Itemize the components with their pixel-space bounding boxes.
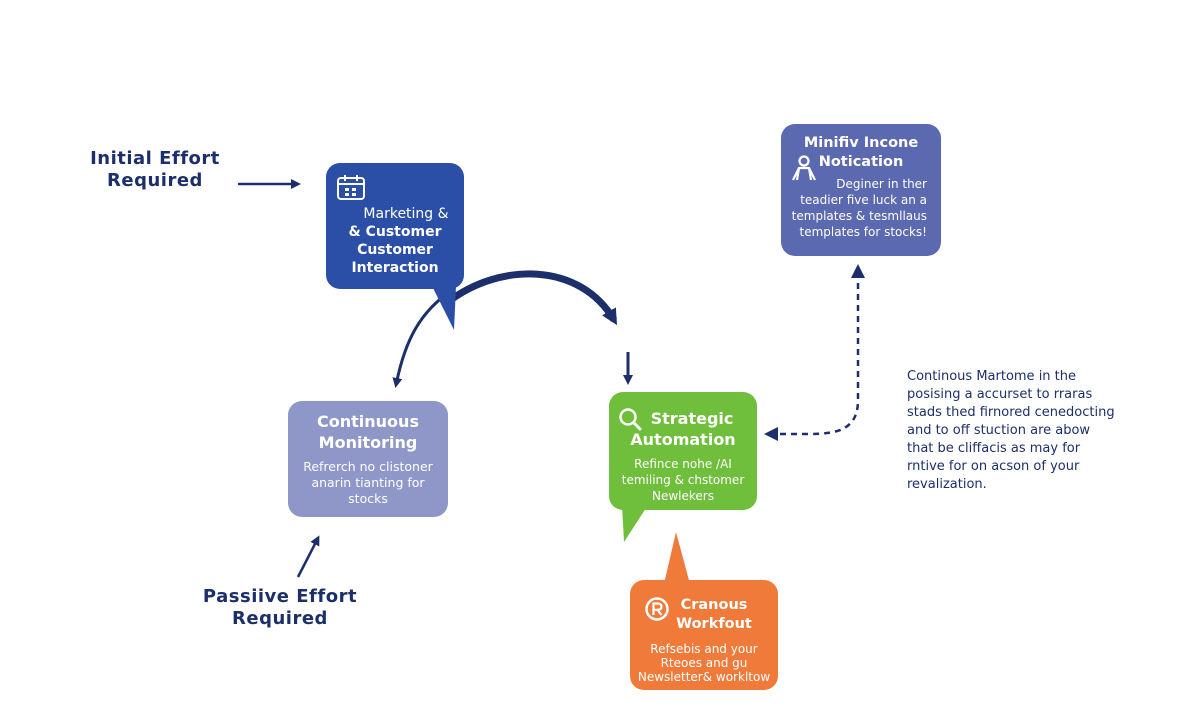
strategic-title: Strategic Automation [609, 408, 757, 450]
strategic-body: Refince nohe /AI temiling & chstomer New… [609, 456, 757, 504]
passive-effort-line-1: Passiive Effort [202, 586, 358, 607]
income-title-line-1: Minifiv Incone [803, 135, 919, 151]
person-icon [792, 155, 816, 181]
strategic-title-line-2: Automation [630, 430, 736, 449]
monitoring-box: Continuous Monitoring Refrerch no clisto… [288, 401, 448, 517]
marketing-title-line-1: Marketing & [363, 206, 449, 222]
passive-effort-label: Passiive Effort Required [190, 586, 370, 630]
monitoring-title: Continuous Monitoring [288, 411, 448, 453]
initial-effort-label: Initial Effort Required [70, 148, 240, 192]
income-title: Minifiv Incone Notication [781, 134, 941, 172]
side-note-line-5: that be cliffacis as may for [907, 441, 1081, 456]
income-body-line-4: templates for stocks! [799, 225, 927, 239]
marketing-title-line-4: Interaction [351, 260, 439, 276]
workout-title-line-2: Workfout [676, 616, 752, 632]
strategic-title-line-1: Strategic [650, 409, 734, 428]
income-body-line-2: teadier five luck an a [800, 193, 927, 207]
income-title-line-2: Notication [818, 154, 904, 170]
initial-effort-line-1: Initial Effort [90, 148, 220, 169]
calendar-icon [337, 175, 365, 200]
marketing-title-line-3: Customer [357, 242, 433, 258]
workout-title: Cranous Workfout [630, 596, 778, 634]
side-note-line-6: rntive for on acson of your [907, 459, 1080, 474]
initial-effort-line-2: Required [107, 170, 203, 191]
workout-body-line-2: Rteoes and gu [660, 656, 748, 670]
registered-icon [645, 597, 669, 621]
workout-tail [664, 532, 690, 584]
income-box: Minifiv Incone Notication Deginer in the… [781, 124, 941, 256]
workout-box: Cranous Workfout Refsebis and your Rteoe… [630, 580, 778, 690]
income-body-line-1: Deginer in ther [836, 177, 927, 191]
dashed-connector [772, 272, 860, 436]
strategic-body-line-2: temiling & chstomer [621, 473, 745, 487]
marketing-tail [432, 286, 456, 330]
side-note-line-4: and to off stuction are abow [907, 423, 1091, 438]
search-icon [619, 408, 642, 431]
strategic-tail [622, 505, 648, 542]
curve-arrow-to-strategic [445, 270, 618, 326]
curve-arrow-to-monitoring [392, 288, 453, 388]
workout-body: Refsebis and your Rteoes and gu Newslett… [630, 642, 778, 684]
side-note-line-3: stads thed firnored cenedocting [907, 405, 1115, 420]
marketing-box: Marketing & & Customer Customer Interact… [326, 163, 464, 289]
dashed-arrowhead-left [764, 427, 778, 441]
passive-effort-line-2: Required [232, 608, 328, 629]
side-note-line-2: posising a accurset to rraras [907, 387, 1093, 402]
dashed-arrowhead-up [851, 264, 865, 278]
strategic-body-line-3: Newlekers [652, 489, 714, 503]
side-note: Continous Martome in the posising a accu… [907, 368, 1167, 494]
income-body: Deginer in ther teadier five luck an a t… [781, 176, 941, 240]
income-body-line-3: templates & tesmllaus [791, 209, 927, 223]
monitoring-title-line-1: Continuous [317, 412, 419, 431]
monitoring-title-line-2: Monitoring [318, 433, 418, 452]
monitoring-body: Refrerch no clistoner anarin tianting fo… [288, 459, 448, 507]
side-note-line-7: revalization. [907, 477, 987, 492]
monitoring-body-line-1: Refrerch no clistoner [303, 459, 433, 474]
marketing-title: Marketing & & Customer Customer Interact… [326, 205, 464, 277]
monitoring-body-line-3: stocks [348, 491, 388, 506]
workout-title-line-1: Cranous [680, 597, 748, 613]
side-note-line-1: Continous Martome in the [907, 369, 1077, 384]
workout-body-line-3: Newsletter& workltow [637, 670, 771, 684]
passive-effort-arrow [296, 535, 320, 578]
strategic-body-line-1: Refince nohe /AI [634, 457, 732, 471]
monitoring-body-line-2: anarin tianting for [311, 475, 425, 490]
marketing-title-line-2: & Customer [348, 224, 442, 240]
workout-body-line-1: Refsebis and your [650, 642, 758, 656]
strategic-box: Strategic Automation Refince nohe /AI te… [609, 392, 757, 510]
